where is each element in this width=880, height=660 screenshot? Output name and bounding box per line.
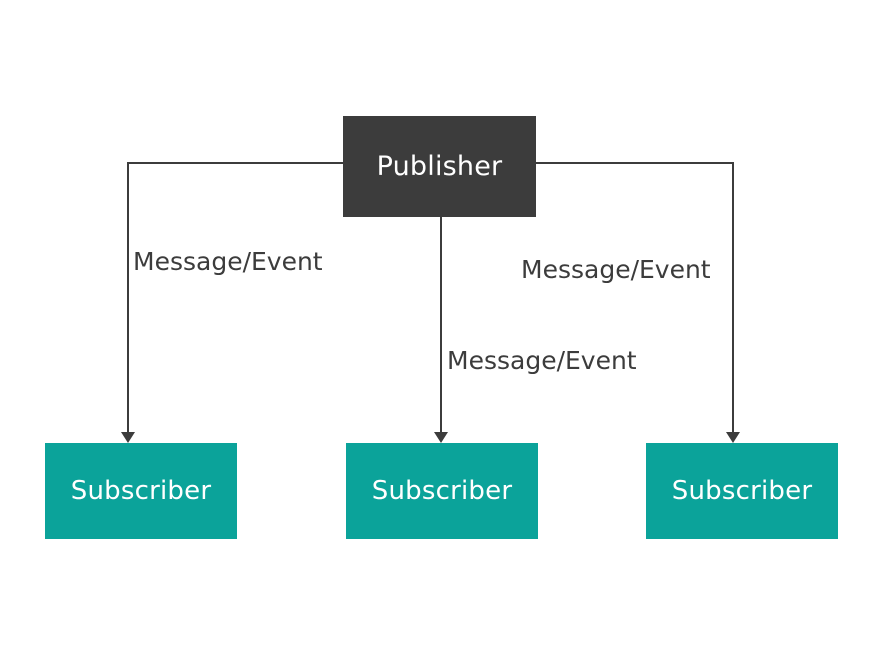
publisher-label: Publisher — [376, 151, 503, 182]
publisher-node[interactable]: Publisher — [343, 116, 536, 217]
subscriber-label-3: Subscriber — [671, 476, 813, 506]
arrowhead-right — [726, 432, 740, 443]
connector-publisher-to-subscriber-right — [536, 162, 734, 432]
subscriber-node-1[interactable]: Subscriber — [45, 443, 237, 539]
edge-label-left: Message/Event — [133, 247, 323, 276]
subscriber-label-1: Subscriber — [70, 476, 212, 506]
subscriber-node-3[interactable]: Subscriber — [646, 443, 838, 539]
subscriber-node-2[interactable]: Subscriber — [346, 443, 538, 539]
arrowhead-left — [121, 432, 135, 443]
edge-label-right: Message/Event — [521, 255, 711, 284]
subscriber-label-2: Subscriber — [371, 476, 513, 506]
connector-publisher-to-subscriber-left — [127, 162, 343, 432]
edge-label-middle: Message/Event — [447, 346, 637, 375]
arrowhead-middle — [434, 432, 448, 443]
